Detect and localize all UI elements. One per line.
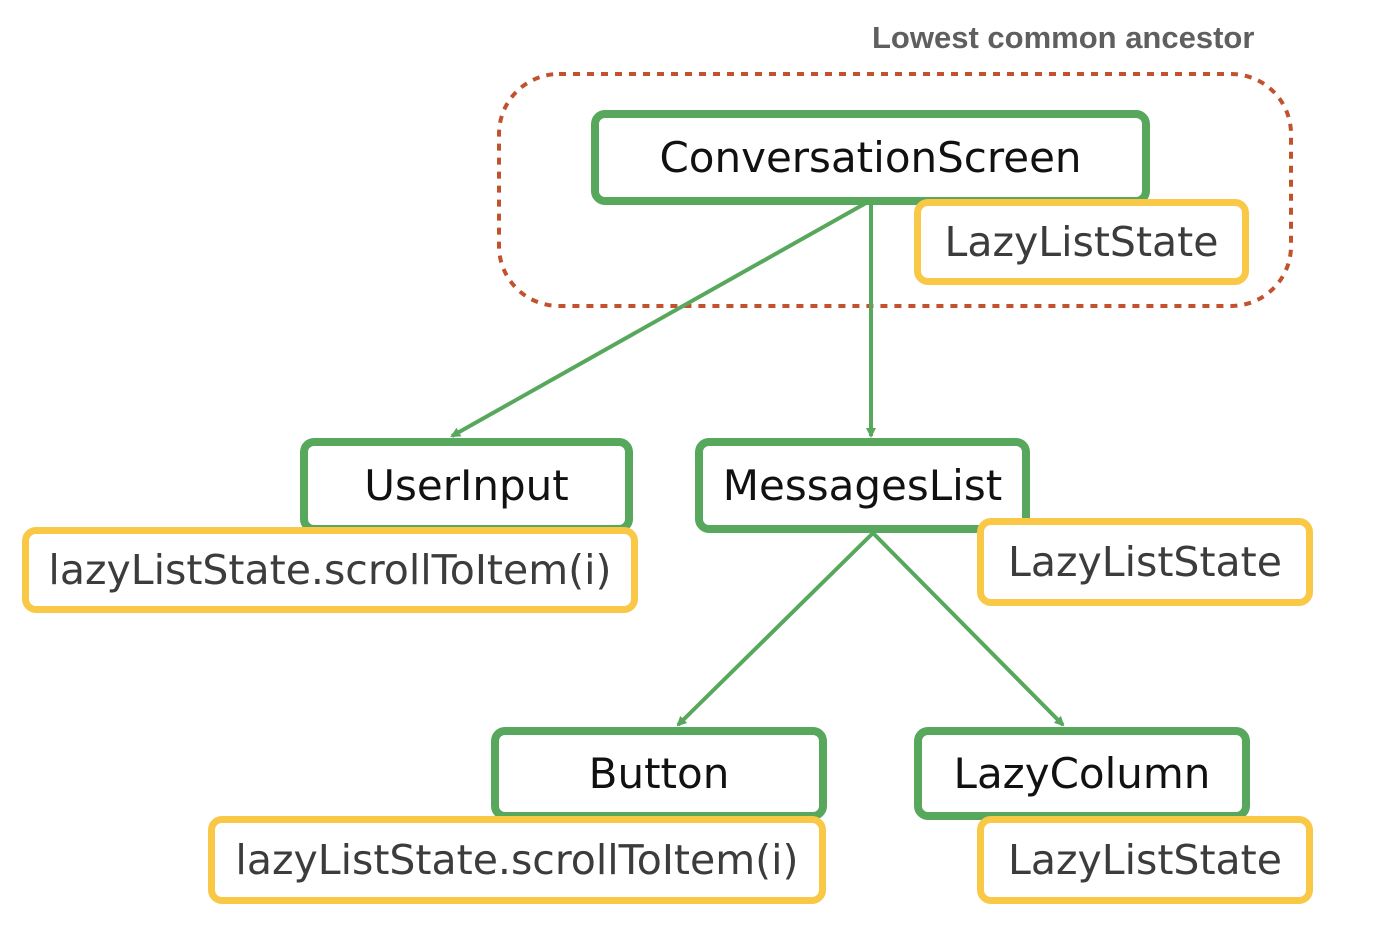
edge-messageslist-to-lazycolumn [871,531,1065,727]
state-conversationscreen: LazyListState [914,199,1249,285]
node-button: Button [491,727,827,820]
node-lazycolumn: LazyColumn [914,727,1250,820]
state-button: lazyListState.scrollToItem(i) [208,816,826,904]
state-lazycolumn: LazyListState [977,816,1313,904]
edge-messageslist-to-button [676,531,875,727]
state-messageslist: LazyListState [977,518,1313,606]
node-userinput: UserInput [300,438,633,533]
lowest-common-ancestor-label: Lowest common ancestor [872,20,1255,55]
lowest-common-ancestor-region [497,72,1293,308]
state-userinput: lazyListState.scrollToItem(i) [22,527,638,613]
node-conversationscreen: ConversationScreen [591,110,1150,205]
edge-conversationscreen-to-userinput [450,201,867,438]
node-messageslist: MessagesList [695,438,1030,533]
